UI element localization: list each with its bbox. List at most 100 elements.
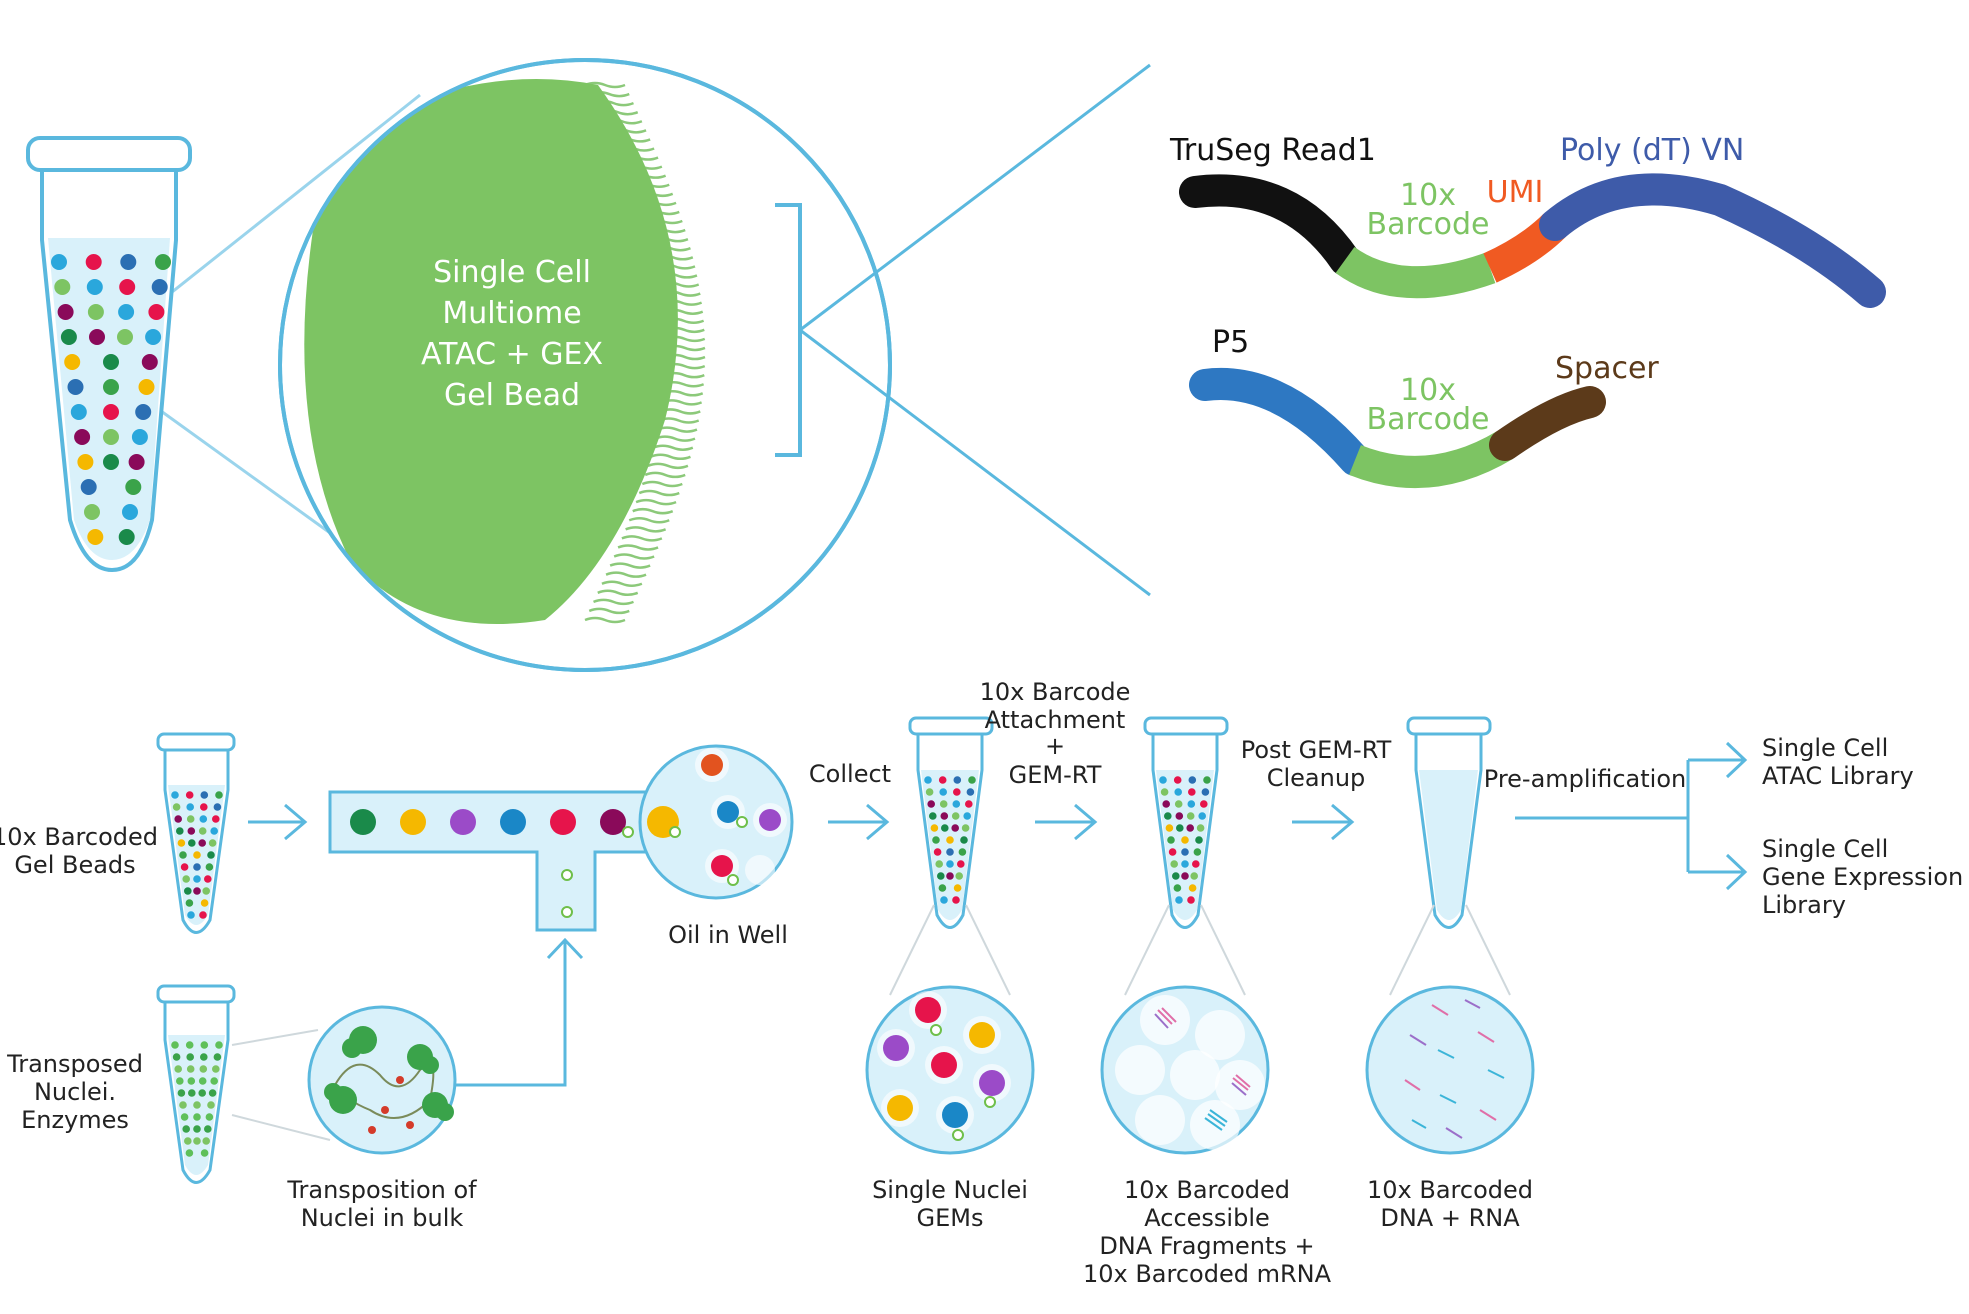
gex-oligo: TruSeg Read1 10x Barcode UMI Poly (dT) V… (1169, 133, 1886, 308)
gel-beads-label: 10x Barcoded (0, 823, 158, 851)
arrow-up-icon (546, 937, 584, 960)
bead-dot (128, 454, 145, 470)
bead-dot (186, 803, 194, 811)
bead-dot (1192, 860, 1200, 868)
bead-dot (182, 1125, 190, 1133)
bead-dot (1187, 800, 1196, 808)
bead-dot (955, 872, 963, 880)
bead-dot (180, 1113, 189, 1121)
bead-dot (966, 788, 975, 796)
atac-library-label: ATAC Library (1762, 762, 1914, 790)
bead-dot (1201, 788, 1210, 796)
cleanup-label: Post GEM-RT (1241, 736, 1392, 764)
split-arrow-icon (1515, 741, 1748, 891)
bead-dot (1193, 848, 1202, 856)
zoom-line (231, 1114, 331, 1141)
bead-dot (187, 911, 195, 919)
polydt-label: Poly (dT) VN (1560, 133, 1744, 168)
zoom-line (889, 904, 935, 996)
spacer-label: Spacer (1555, 351, 1659, 386)
bead-dot (186, 815, 195, 823)
dna-rna-zoom-icon (1365, 985, 1535, 1155)
bead-dot (940, 812, 949, 820)
bead-label-line4: Gel Bead (444, 378, 580, 413)
bead-dot (951, 824, 959, 832)
bead-dot (200, 1041, 209, 1049)
bead-dot (941, 824, 949, 832)
bead-dot (172, 1053, 181, 1061)
bead-dot (86, 279, 103, 295)
bead-dot (200, 1149, 209, 1157)
bead-dot (193, 1113, 201, 1121)
bead-dot (155, 254, 171, 270)
bead-dot (1173, 776, 1182, 784)
bead-dot (1188, 884, 1197, 892)
bead-dot (215, 791, 223, 799)
bead-dot (179, 851, 187, 859)
zoom-line (1200, 904, 1246, 996)
bead-dot (1170, 860, 1178, 868)
bead-dot (1174, 800, 1183, 808)
bead-dot (185, 1149, 194, 1157)
microfluidic-chip-icon (328, 744, 794, 932)
oligo-strand (656, 426, 698, 433)
bead-dot (939, 800, 948, 808)
bead-dot (961, 824, 970, 832)
dna-rna-label: 10x Barcoded (1367, 1176, 1533, 1204)
bead-dot (937, 872, 945, 880)
bead-dot (940, 896, 948, 904)
bead-dot (213, 803, 222, 811)
bead-dot (938, 884, 947, 892)
zoom-line (1465, 904, 1511, 996)
flow-connector (455, 940, 567, 1087)
nuclei-label: Enzymes (21, 1106, 129, 1134)
bead-dot (1196, 824, 1205, 832)
bead-dot (1159, 776, 1167, 784)
bead-dot (187, 827, 196, 835)
bead-dot (174, 815, 182, 823)
oligo-strand (597, 589, 639, 597)
bead-dot (1181, 872, 1189, 880)
bead-dot (210, 1077, 218, 1085)
bead-dot (135, 404, 152, 420)
bead-dot (145, 329, 162, 345)
oligo-strand (588, 607, 630, 615)
tube-icon (1143, 716, 1229, 929)
bead-dot (210, 827, 218, 835)
bead-dot (138, 379, 155, 395)
bead-dot (207, 851, 215, 859)
tube-icon (1406, 716, 1492, 929)
bead-dot (89, 329, 105, 345)
bead-dot (953, 788, 961, 796)
bead-dot (184, 887, 192, 895)
oligo-strand (584, 81, 626, 89)
oligo-strand (632, 507, 674, 515)
collect-label: Collect (809, 760, 891, 788)
bead-dot (1186, 824, 1194, 832)
oligo-strand (613, 553, 655, 560)
bead-dot (929, 812, 937, 820)
bead-dot (1160, 788, 1169, 796)
arrow-right-icon (828, 803, 890, 841)
bead-dot (118, 304, 135, 320)
atac-library-label: Single Cell (1762, 734, 1888, 762)
gel-bead-icon: Single Cell Multiome ATAC + GEX Gel Bead (278, 58, 892, 672)
oligo-strand (609, 562, 651, 569)
oligo-strand (644, 471, 686, 479)
bead-dot (198, 1077, 207, 1085)
bead-dot (64, 354, 81, 370)
bead-dot (185, 1041, 194, 1049)
attachment-label: + (1045, 732, 1065, 760)
oil-well-label: Oil in Well (668, 921, 788, 949)
bead-dot (215, 1041, 223, 1049)
bead-label-line1: Single Cell (433, 255, 591, 290)
bead-dot (103, 379, 119, 395)
barcode-label: Barcode (1367, 207, 1490, 242)
bead-dot (1195, 836, 1203, 844)
bead-dot (958, 848, 967, 856)
umi-label: UMI (1487, 175, 1544, 210)
oligo-strand (654, 435, 696, 442)
bead-dot (199, 1065, 208, 1073)
tube-icon (156, 984, 236, 1184)
bead-dot (199, 815, 208, 823)
